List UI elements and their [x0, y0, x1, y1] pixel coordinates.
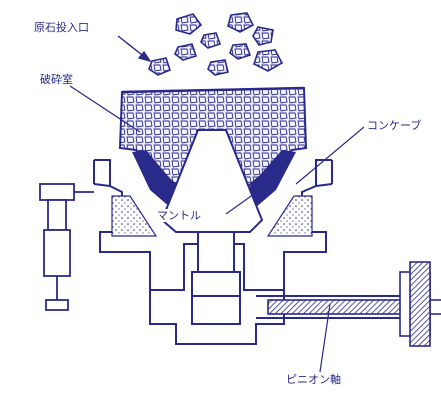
pinion-shaft	[267, 261, 441, 347]
leader-lines	[69, 85, 365, 373]
feed-inlet-label: 原石投入口	[34, 21, 89, 34]
feed-inlet-arrow	[117, 35, 152, 63]
falling-rocks	[148, 12, 284, 76]
crushing-chamber	[118, 86, 308, 198]
mantle-label: マントル	[156, 209, 202, 222]
concave-label: コンケーブ	[367, 119, 422, 132]
crushing-chamber-label: 破砕室	[40, 73, 73, 86]
hydraulic-cylinder	[39, 183, 94, 311]
main-shaft	[191, 231, 241, 325]
crusher-base	[149, 290, 410, 345]
pinion-shaft-label: ピニオン軸	[286, 373, 341, 386]
bowl-walls	[111, 195, 313, 237]
